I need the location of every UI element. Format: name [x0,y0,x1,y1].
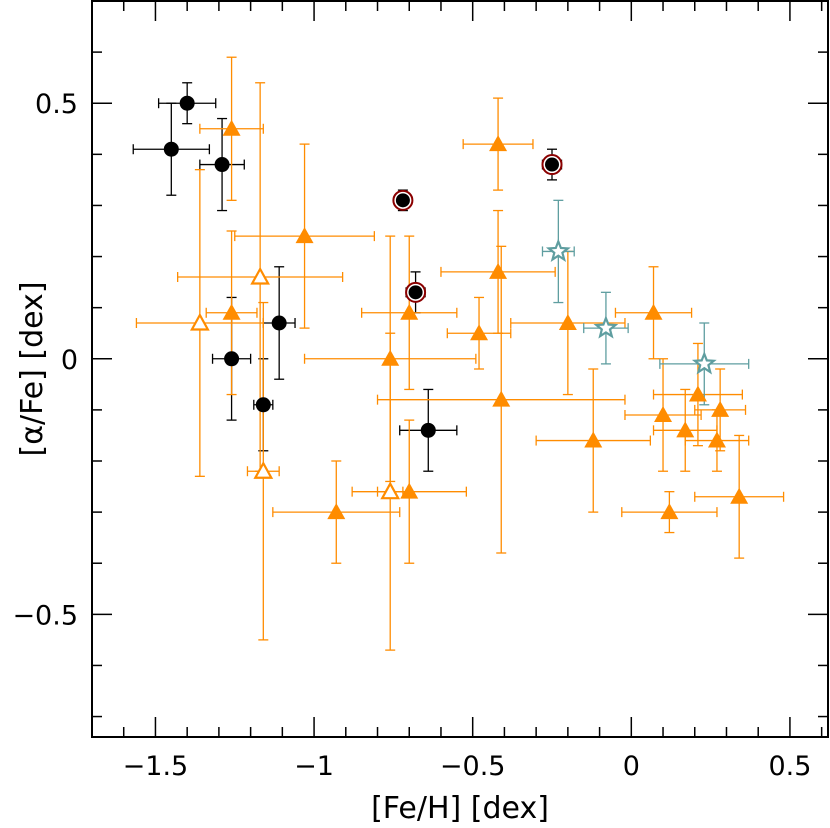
data-point-triangle [400,303,419,320]
data-point-circle [163,141,179,157]
data-point-circle [224,351,240,367]
data-point-triangle [676,421,695,438]
x-tick-label: −0.5 [440,751,506,782]
data-point-triangle [400,482,419,499]
data-point-triangle [327,503,346,520]
data-point-triangle [222,119,241,136]
y-tick-label: −0.5 [12,600,78,631]
data-point-open-triangle [189,312,210,331]
data-point-triangle [381,349,400,366]
data-point-triangle [688,385,707,402]
data-point-triangle [489,262,508,279]
ticks-layer [91,0,828,737]
data-point-triangle [489,135,508,152]
data-point-open-triangle [253,460,274,479]
data-point-open-triangle [380,481,401,500]
y-tick-label: 0 [61,345,78,376]
data-point-triangle [222,303,241,320]
data-point-triangle [660,503,679,520]
data-point-circle [420,422,436,438]
data-point-star [593,315,619,339]
data-point-open-triangle [250,266,271,285]
tick-labels: −1.5 −1 −0.5 0 0.5 −0.5 0 0.5 [12,89,811,782]
data-point-circle [545,157,559,172]
data-point-circle [214,157,230,173]
data-point-triangle [295,227,314,244]
markers-layer [163,95,749,520]
data-point-triangle [654,406,673,422]
x-tick-label: 0.5 [768,751,811,782]
data-point-triangle [644,303,663,320]
data-point-triangle [730,487,749,504]
x-tick-label: −1.5 [123,751,189,782]
data-point-star [691,350,717,375]
x-axis-label: [Fe/H] [dex] [371,791,549,826]
y-tick-label: 0.5 [35,89,78,120]
data-point-circle [271,315,287,331]
data-point-circle [179,95,195,111]
data-point-triangle [558,314,577,330]
plot-frame [91,0,829,738]
data-point-triangle [711,400,730,417]
data-point-circle [255,397,271,413]
data-point-triangle [707,431,726,448]
data-point-star [545,238,571,263]
data-point-triangle [492,390,511,407]
data-point-triangle [584,431,603,448]
data-point-circle [395,193,410,208]
x-tick-label: 0 [623,751,640,782]
y-axis-label: [α/Fe] [dex] [15,281,50,456]
x-tick-label: −1 [294,751,334,782]
data-point-triangle [470,324,489,341]
data-point-circle [408,285,423,300]
